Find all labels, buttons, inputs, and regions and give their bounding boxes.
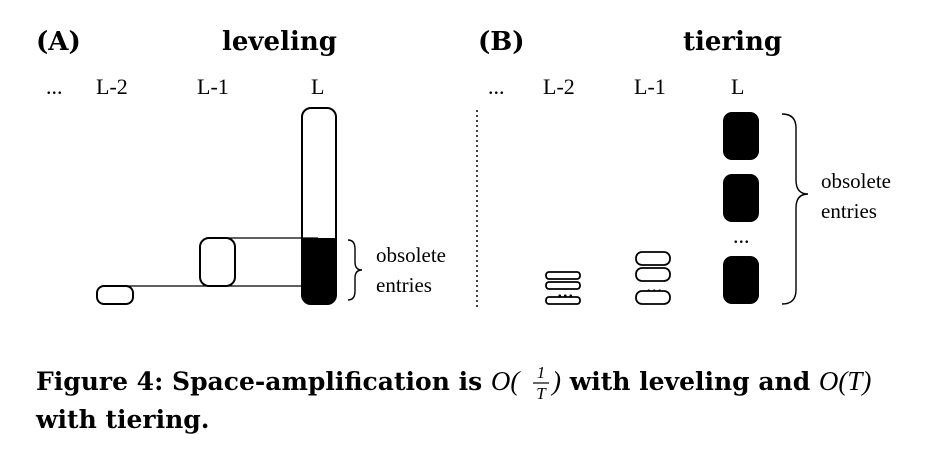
panel-b-title: tiering bbox=[683, 27, 782, 57]
caption-line-2: with tiering. bbox=[35, 405, 209, 434]
panel-b-level-l1: L-1 bbox=[634, 74, 666, 99]
run-b-l-3 bbox=[723, 256, 759, 304]
panel-a-level-l1: L-1 bbox=[197, 74, 229, 99]
runs-l-minus-1: ... bbox=[635, 251, 671, 305]
panel-b-annotation-1: obsolete bbox=[821, 169, 891, 193]
brace-a bbox=[347, 239, 363, 301]
panel-b-label: (B) bbox=[478, 27, 525, 57]
panel-b-level-l: L bbox=[731, 74, 744, 99]
run-l-minus-1 bbox=[199, 237, 236, 287]
run-b-l1-2 bbox=[635, 267, 671, 282]
panel-a-level-l2: L-2 bbox=[96, 74, 128, 99]
run-b-l2-1 bbox=[545, 271, 581, 280]
panel-a-label: (A) bbox=[36, 27, 81, 57]
run-b-l1-1 bbox=[635, 251, 671, 266]
caption-frac-den: T bbox=[536, 384, 547, 403]
panel-a-level-ellipsis: ... bbox=[46, 74, 63, 99]
caption-line-1b: ) with leveling and O(T) bbox=[550, 366, 871, 396]
run-b-l2-2 bbox=[545, 281, 581, 290]
caption-math-o: O( bbox=[491, 366, 521, 396]
panel-b-annotation-2: entries bbox=[821, 199, 877, 223]
run-b-l2-3 bbox=[545, 296, 581, 305]
panel-b-level-l2: L-2 bbox=[543, 74, 575, 99]
run-b-l1-3 bbox=[635, 290, 671, 305]
run-b-l-1 bbox=[723, 112, 759, 160]
panel-a-annotation-1: obsolete bbox=[376, 243, 446, 267]
caption-frac-num: 1 bbox=[537, 363, 546, 382]
runs-l-minus-2: ... bbox=[545, 271, 581, 305]
run-b-l2-ellipsis: ... bbox=[557, 277, 574, 302]
panel-b-level-ellipsis: ... bbox=[488, 74, 505, 99]
caption-math-2: O(T) bbox=[819, 366, 872, 396]
panel-a: (A) leveling ... L-2 L-1 L obsolete entr… bbox=[36, 27, 446, 305]
caption-part-1: Figure 4: Space-amplification is bbox=[36, 367, 491, 396]
run-l-minus-2 bbox=[96, 285, 134, 305]
run-l bbox=[301, 107, 337, 305]
panel-b: (B) tiering ... L-2 L-1 L ... ... ... bbox=[478, 27, 891, 305]
run-l-obsolete-fill bbox=[302, 238, 336, 304]
caption-part-2: with leveling and bbox=[561, 367, 819, 396]
caption-line-1: Figure 4: Space-amplification is O( bbox=[36, 366, 521, 396]
caption: Figure 4: Space-amplification is O( 1 T … bbox=[35, 363, 871, 434]
run-b-l-2 bbox=[723, 174, 759, 222]
panel-a-level-l: L bbox=[311, 74, 324, 99]
run-b-l-ellipsis: ... bbox=[733, 223, 750, 248]
brace-b bbox=[781, 113, 809, 305]
panel-a-title: leveling bbox=[222, 27, 337, 57]
runs-l: ... bbox=[723, 112, 759, 304]
caption-math-close: ) bbox=[550, 366, 561, 396]
panel-a-annotation-2: entries bbox=[376, 273, 432, 297]
